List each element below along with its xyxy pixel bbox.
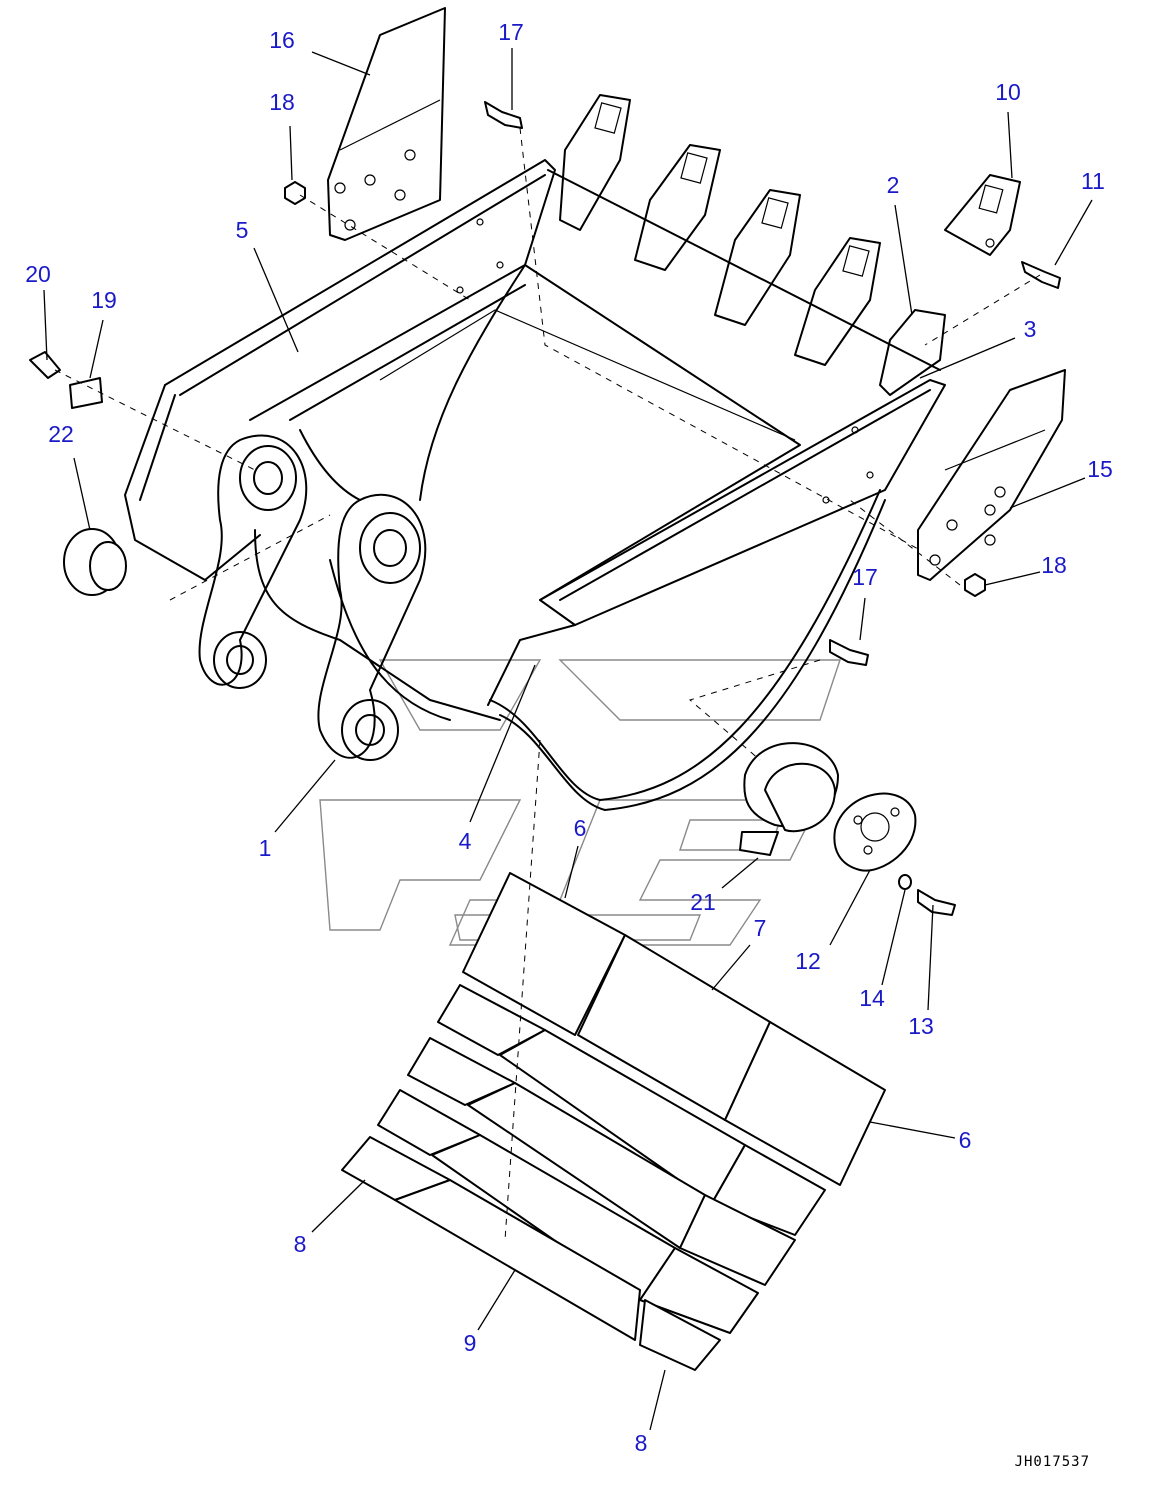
callout-21: 21 — [690, 889, 716, 915]
callout-11: 11 — [1081, 168, 1105, 194]
callout-1: 1 — [259, 835, 272, 861]
callout-17-right: 17 — [852, 564, 878, 590]
callout-6-bottom: 6 — [959, 1127, 972, 1153]
bushing — [63, 528, 127, 596]
drawing-code: JH017537 — [1015, 1454, 1090, 1470]
callout-17-top: 17 — [498, 19, 524, 45]
bucket-body — [124, 159, 946, 811]
callout-5: 5 — [236, 217, 249, 243]
callout-12: 12 — [795, 948, 821, 974]
callout-13: 13 — [908, 1013, 934, 1039]
shim-plates — [739, 742, 917, 872]
callout-10: 10 — [995, 79, 1021, 105]
callout-19: 19 — [91, 287, 117, 313]
wear-plates — [341, 872, 886, 1371]
callout-7: 7 — [754, 915, 767, 941]
callout-9: 9 — [464, 1330, 477, 1356]
side-cutters — [327, 7, 1066, 581]
callout-15: 15 — [1087, 456, 1113, 482]
callout-14: 14 — [859, 985, 885, 1011]
callout-18-right: 18 — [1041, 552, 1067, 578]
callout-8-bottom: 8 — [635, 1430, 648, 1456]
callout-22: 22 — [48, 421, 74, 447]
callout-16: 16 — [269, 27, 295, 53]
callout-20: 20 — [25, 261, 51, 287]
callout-2: 2 — [887, 172, 900, 198]
assembly-lines — [54, 127, 1041, 1241]
callout-18-left: 18 — [269, 89, 295, 115]
bucket-teeth — [547, 94, 1021, 396]
callout-4: 4 — [459, 828, 472, 854]
callout-labels: 16 17 18 5 20 19 22 10 2 11 3 15 17 18 1… — [25, 19, 1113, 1456]
callout-8-left: 8 — [294, 1231, 307, 1257]
callout-6-top: 6 — [574, 815, 587, 841]
callout-3: 3 — [1024, 316, 1037, 342]
fasteners — [29, 101, 1061, 916]
leader-lines — [43, 48, 1093, 1431]
